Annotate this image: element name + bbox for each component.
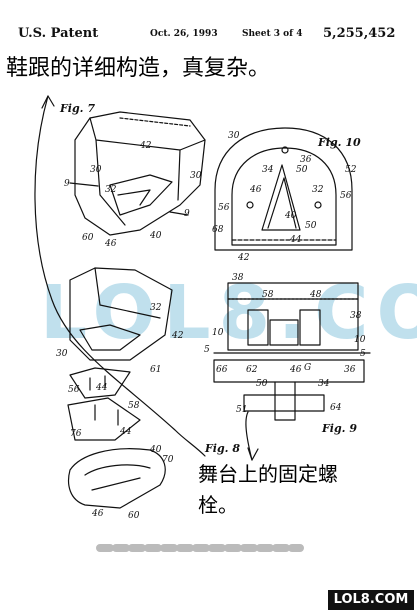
ref-numeral: 42 — [237, 253, 250, 263]
ref-numeral: 46 — [249, 185, 262, 195]
annotation-arrow-top — [34, 95, 206, 457]
ref-numeral: 64 — [330, 403, 342, 413]
ref-numeral: G — [304, 363, 311, 373]
caption-top: 鞋跟的详细构造，真复杂。 — [6, 56, 271, 81]
ref-numeral: 46 — [91, 509, 104, 519]
ref-numeral: 40 — [149, 445, 162, 455]
ref-numeral: 60 — [128, 511, 140, 521]
ref-numeral: 60 — [82, 233, 94, 243]
arrow-head-top — [41, 95, 55, 109]
ref-numeral: 38 — [350, 311, 362, 321]
patent-header: U.S. Patent Oct. 26, 1993 Sheet 3 of 4 5… — [0, 0, 417, 44]
ref-numeral: 5 — [204, 345, 210, 355]
fig9-drawing — [213, 282, 371, 421]
fig8-label: Fig. 8 — [204, 442, 240, 455]
ref-numeral: 40 — [284, 211, 297, 221]
patent-label: U.S. Patent — [18, 26, 99, 41]
ref-numeral: 30 — [56, 349, 68, 359]
ref-numeral: 40 — [149, 231, 162, 241]
ref-numeral: 42 — [171, 331, 184, 341]
ref-numeral: 5 — [360, 349, 366, 359]
ref-numeral: 44 — [119, 427, 132, 437]
ref-numeral: 9 — [64, 179, 70, 189]
ref-numeral: 44 — [95, 383, 108, 393]
ref-numeral: 70 — [162, 455, 174, 465]
ref-numeral: 34 — [262, 165, 274, 175]
ref-numeral: 58 — [262, 290, 274, 300]
ref-numeral: 46 — [104, 239, 117, 249]
fig8-refs: 32 42 30 61 56 44 58 76 44 70 40 46 60 — [56, 303, 184, 521]
ref-numeral: 30 — [190, 171, 202, 181]
ref-numeral: 66 — [216, 365, 228, 375]
ref-numeral: 58 — [128, 401, 140, 411]
fig9-label: Fig. 9 — [321, 422, 357, 435]
patent-number: 5,255,452 — [323, 26, 396, 41]
patent-date: Oct. 26, 1993 — [150, 29, 218, 39]
ref-numeral: 68 — [212, 225, 224, 235]
fig7-refs: 42 30 32 30 40 60 46 9 9 — [64, 141, 202, 249]
ref-numeral: 30 — [90, 165, 102, 175]
ref-numeral: 62 — [246, 365, 258, 375]
fig7-drawing — [69, 111, 206, 236]
fig10-refs: 30 36 34 50 52 56 46 32 56 40 68 44 42 5… — [212, 131, 357, 263]
ref-numeral: 56 — [340, 191, 352, 201]
annotation-arrow-bottom — [245, 411, 253, 461]
fig7-label: Fig. 7 — [59, 102, 95, 115]
ref-numeral: 50 — [296, 165, 308, 175]
ref-numeral: 44 — [289, 235, 302, 245]
ref-numeral: 36 — [344, 365, 356, 375]
ref-numeral: 48 — [309, 290, 322, 300]
ref-numeral: 38 — [232, 273, 244, 283]
sheet-number: Sheet 3 of 4 — [242, 29, 303, 39]
arrow-head-bottom — [247, 447, 259, 461]
ref-numeral: 32 — [150, 303, 162, 313]
ref-numeral: 36 — [300, 155, 312, 165]
caption-bottom-line1: 舞台上的固定螺 — [198, 462, 338, 486]
ref-numeral: 32 — [312, 185, 324, 195]
ref-numeral: 51 — [236, 405, 247, 415]
ref-numeral: 56 — [218, 203, 230, 213]
fig9-refs: 38 58 48 38 10 10 5 5 66 62 46 G 36 50 3… — [204, 273, 366, 415]
site-logo: LOL8.COM — [328, 590, 414, 610]
fig10-label: Fig. 10 — [317, 136, 361, 149]
ref-numeral: 56 — [68, 385, 80, 395]
ref-numeral: 46 — [289, 365, 302, 375]
ref-numeral: 32 — [105, 185, 117, 195]
caption-bottom-line2: 栓。 — [198, 493, 238, 517]
fig8-drawing — [67, 448, 166, 509]
ref-numeral: 50 — [305, 221, 317, 231]
ref-numeral: 61 — [150, 365, 161, 375]
ref-numeral: 10 — [354, 335, 366, 345]
ref-numeral: 52 — [345, 165, 357, 175]
ref-numeral: 9 — [184, 209, 190, 219]
ref-numeral: 50 — [256, 379, 268, 389]
ref-numeral: 34 — [318, 379, 330, 389]
ref-numeral: 42 — [139, 141, 152, 151]
ref-numeral: 30 — [228, 131, 240, 141]
fig7-lower-drawing — [67, 267, 173, 441]
ref-numeral: 76 — [70, 429, 82, 439]
ref-numeral: 10 — [212, 328, 224, 338]
fig10-drawing — [214, 127, 353, 251]
